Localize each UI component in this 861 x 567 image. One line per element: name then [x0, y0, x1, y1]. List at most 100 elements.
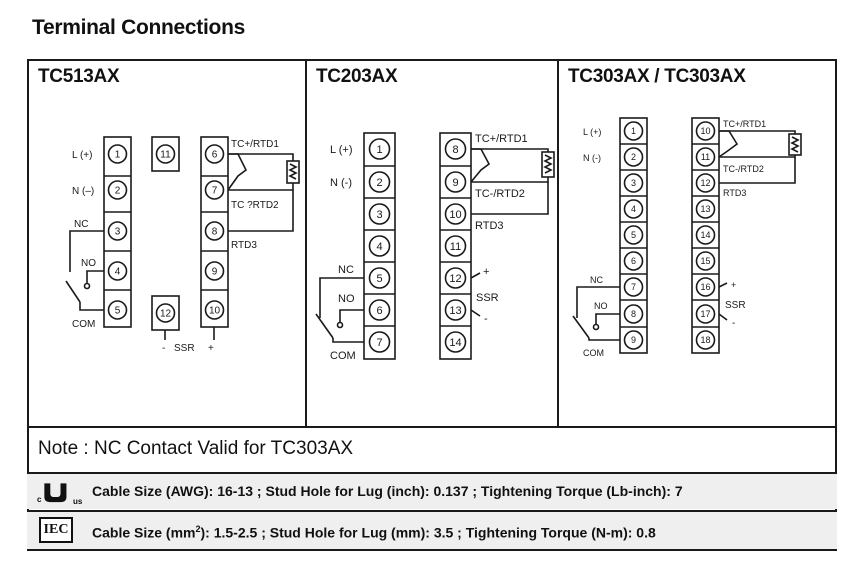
terminal-number: 1 — [115, 150, 121, 161]
panel-title-tc203ax: TC203AX — [316, 66, 398, 87]
label-tc-plus: TC+/RTD1 — [231, 139, 279, 150]
terminal-number: 11 — [701, 152, 710, 162]
terminal-number: 14 — [449, 337, 461, 349]
terminal-number: 15 — [700, 256, 710, 266]
terminal-number: 8 — [631, 309, 636, 319]
terminal-number: 3 — [115, 227, 121, 238]
panel-divider — [557, 59, 559, 427]
panel-title-tc513ax: TC513AX — [38, 66, 120, 87]
label-tc-plus: TC+/RTD1 — [475, 133, 528, 145]
terminal-number: 7 — [631, 282, 636, 292]
terminal-number: 10 — [209, 306, 221, 317]
terminal-number: 5 — [631, 230, 636, 240]
terminal-number: 8 — [212, 227, 218, 238]
terminal-number: 10 — [449, 209, 461, 221]
terminal-number: 9 — [452, 177, 458, 189]
label-ssr-plus: + — [731, 280, 736, 290]
terminal-number: 17 — [700, 309, 710, 319]
iec-spec-row: IEC Cable Size (mm2): 1.5-2.5 ; Stud Hol… — [27, 510, 837, 551]
label-no: NO — [338, 293, 355, 305]
label-ssr: SSR — [476, 292, 499, 304]
terminal-strip — [363, 132, 396, 360]
ul-spec-text: Cable Size (AWG): 16-13 ; Stud Hole for … — [92, 483, 683, 499]
terminal-number: 12 — [449, 273, 461, 285]
label-ssr: SSR — [725, 300, 746, 311]
terminal-number: 10 — [700, 126, 710, 136]
label-tc-minus: TC ?RTD2 — [231, 200, 279, 211]
terminal-strip — [619, 117, 648, 354]
label-nc: NC — [338, 264, 354, 276]
svg-text:us: us — [73, 497, 83, 506]
terminal-number: 16 — [700, 282, 710, 292]
terminal-number: 6 — [376, 305, 382, 317]
label-no: NO — [594, 301, 608, 311]
terminal-number: 1 — [376, 144, 382, 156]
label-ssr-minus: - — [484, 313, 488, 325]
iec-spec-text: Cable Size (mm2): 1.5-2.5 ; Stud Hole fo… — [92, 524, 656, 541]
terminal-number: 1 — [631, 126, 636, 136]
label-l-plus: L (+) — [72, 150, 92, 161]
iec-logo-icon: IEC — [39, 517, 73, 543]
label-n-minus: N (-) — [583, 153, 601, 163]
label-nc: NC — [590, 275, 603, 285]
label-ssr-plus: + — [208, 343, 214, 354]
terminal-number: 13 — [700, 204, 710, 214]
label-tc-minus: TC-/RTD2 — [723, 164, 764, 174]
terminal-number: 6 — [212, 150, 218, 161]
label-n-minus: N (–) — [72, 186, 94, 197]
label-ssr-minus: - — [162, 343, 165, 354]
label-tc-minus: TC-/RTD2 — [475, 188, 525, 200]
label-n-minus: N (-) — [330, 177, 352, 189]
label-com: COM — [583, 348, 604, 358]
terminal-number: 6 — [631, 256, 636, 266]
label-no: NO — [81, 258, 96, 269]
terminal-number: 11 — [450, 241, 461, 253]
ul-spec-row: c us Cable Size (AWG): 16-13 ; Stud Hole… — [27, 472, 837, 509]
terminal-number: 12 — [160, 309, 172, 320]
terminal-number: 3 — [631, 178, 636, 188]
terminal-number: 13 — [449, 305, 461, 317]
label-l-plus: L (+) — [330, 144, 353, 156]
terminal-number: 18 — [700, 335, 710, 345]
terminal-number: 2 — [115, 186, 121, 197]
label-ssr: SSR — [174, 343, 195, 354]
panel-title-tc303ax: TC303AX / TC303AX — [568, 66, 746, 87]
terminal-number: 9 — [631, 335, 636, 345]
terminal-strip — [103, 136, 132, 328]
note-divider — [27, 426, 837, 428]
terminal-number: 5 — [115, 306, 121, 317]
terminal-number: 4 — [115, 267, 121, 278]
svg-text:c: c — [37, 495, 42, 504]
terminal-number: 2 — [376, 177, 382, 189]
terminal-number: 4 — [376, 241, 382, 253]
label-nc: NC — [74, 219, 88, 230]
ul-logo-icon: c us — [37, 483, 83, 506]
label-tc-plus: TC+/RTD1 — [723, 119, 766, 129]
terminal-number: 7 — [376, 337, 382, 349]
terminal-number: 3 — [376, 209, 382, 221]
terminal-number: 7 — [212, 186, 218, 197]
label-ssr-minus: - — [732, 318, 735, 329]
terminal-number: 4 — [631, 204, 636, 214]
terminal-strip — [691, 117, 720, 354]
terminal-strip — [439, 132, 472, 360]
page-title: Terminal Connections — [32, 16, 245, 39]
terminal-box — [151, 136, 180, 172]
terminal-number: 14 — [700, 230, 710, 240]
terminal-number: 11 — [160, 150, 171, 161]
label-rtd3: RTD3 — [475, 220, 504, 232]
note-text: Note : NC Contact Valid for TC303AX — [38, 438, 354, 459]
label-rtd3: RTD3 — [231, 240, 257, 251]
terminal-number: 9 — [212, 267, 218, 278]
terminal-number: 2 — [631, 152, 636, 162]
label-l-plus: L (+) — [583, 127, 601, 137]
label-com: COM — [72, 319, 95, 330]
label-com: COM — [330, 350, 356, 362]
panel-divider — [305, 59, 307, 427]
terminal-number: 8 — [452, 144, 458, 156]
terminal-number: 5 — [376, 273, 382, 285]
label-rtd3: RTD3 — [723, 188, 746, 198]
label-ssr-plus: + — [483, 266, 489, 278]
terminal-number: 12 — [700, 178, 710, 188]
